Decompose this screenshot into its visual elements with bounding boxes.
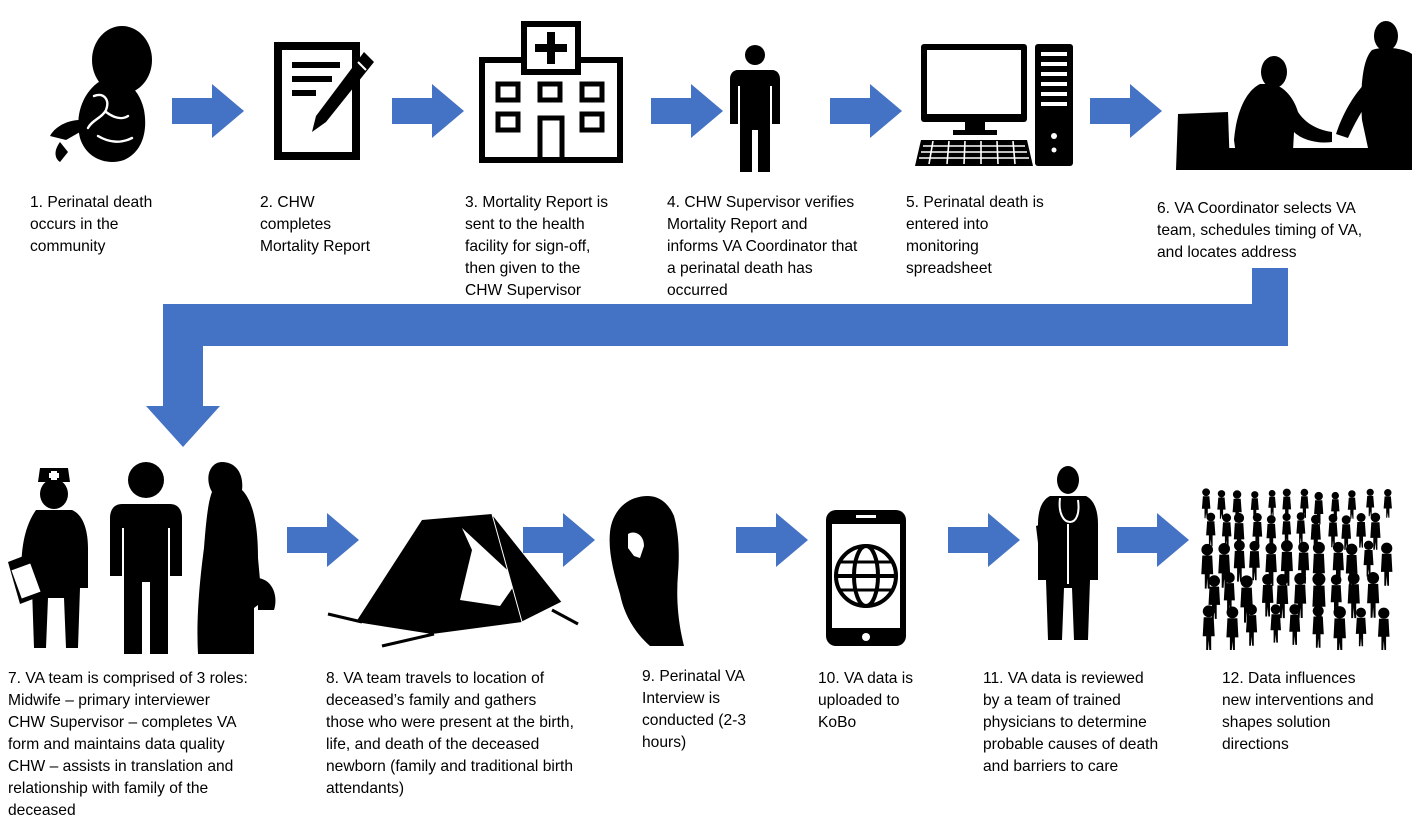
step-4-caption: 4. CHW Supervisor verifies Mortality Rep… xyxy=(667,194,858,299)
physician-icon xyxy=(1034,464,1100,644)
tent-icon xyxy=(322,510,584,648)
arrow-3-to-4 xyxy=(651,84,723,138)
health-facility-icon xyxy=(476,18,626,166)
step-6-caption: 6. VA Coordinator selects VA team, sched… xyxy=(1157,200,1363,261)
step-7-caption: 7. VA team is comprised of 3 roles: Midw… xyxy=(8,670,248,819)
desktop-computer-icon xyxy=(913,42,1075,168)
smartphone-globe-icon xyxy=(822,508,912,648)
step-10-caption: 10. VA data is uploaded to KoBo xyxy=(818,670,914,731)
step-8-caption: 8. VA team travels to location of deceas… xyxy=(326,670,574,797)
coordinator-at-laptop-icon xyxy=(1172,20,1412,170)
arrow-5-to-6 xyxy=(1090,84,1162,138)
veiled-woman-icon xyxy=(604,494,688,648)
va-team-icon xyxy=(8,458,278,656)
step-3-caption: 3. Mortality Report is sent to the healt… xyxy=(465,194,608,299)
person-icon xyxy=(726,44,784,174)
arrow-7-to-8 xyxy=(287,513,359,567)
step-12-caption: 12. Data influences new interventions an… xyxy=(1222,670,1374,753)
arrow-11-to-12 xyxy=(1117,513,1189,567)
arrow-8-to-9 xyxy=(523,513,595,567)
arrow-2-to-3 xyxy=(392,84,464,138)
step-5-caption: 5. Perinatal death is entered into monit… xyxy=(906,194,1044,277)
arrow-10-to-11 xyxy=(948,513,1020,567)
step-2-caption: 2. CHW completes Mortality Report xyxy=(260,194,371,255)
step-11-caption: 11. VA data is reviewed by a team of tra… xyxy=(983,670,1159,775)
crowd-icon xyxy=(1198,484,1394,652)
step-1-caption: 1. Perinatal death occurs in the communi… xyxy=(30,194,153,255)
arrow-9-to-10 xyxy=(736,513,808,567)
arrow-4-to-5 xyxy=(830,84,902,138)
report-form-icon xyxy=(270,38,376,164)
fetus-icon xyxy=(44,24,152,166)
arrow-1-to-2 xyxy=(172,84,244,138)
step-9-caption: 9. Perinatal VA Interview is conducted (… xyxy=(642,668,747,751)
